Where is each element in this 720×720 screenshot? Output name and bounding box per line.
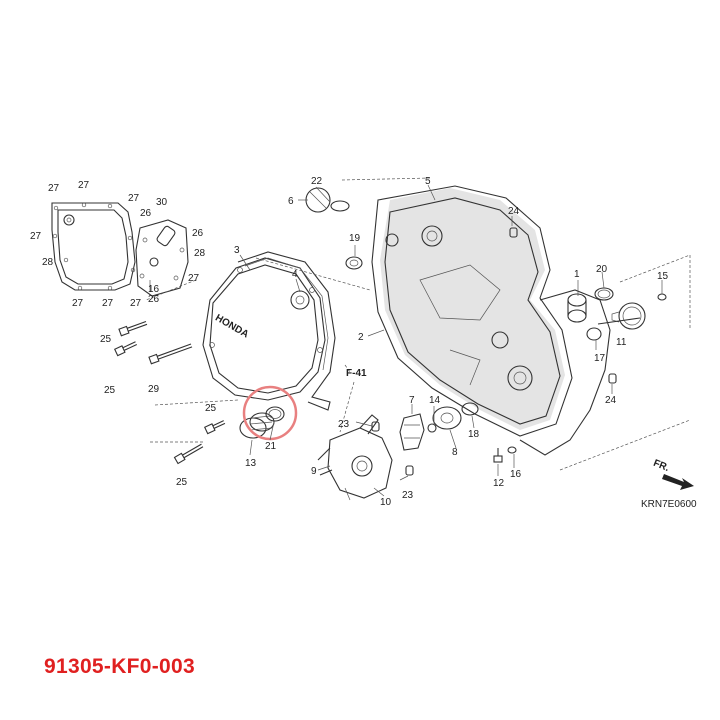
diagram-code: KRN7E0600	[641, 499, 697, 510]
label-17: 17	[594, 353, 606, 364]
washer-16	[507, 446, 517, 454]
label-24b: 24	[605, 395, 617, 406]
label-27a: 27	[48, 183, 60, 194]
right-crankcase-cover	[371, 185, 573, 437]
oil-seal-17	[586, 327, 602, 341]
label-28a: 28	[42, 257, 54, 268]
collar-1	[567, 293, 587, 323]
front-direction-arrow: FR.	[652, 458, 694, 490]
label-14: 14	[429, 395, 441, 406]
clutch-cover-gasket	[237, 251, 336, 411]
label-24a: 24	[508, 206, 520, 217]
label-27g: 27	[130, 298, 142, 309]
label-27b: 27	[78, 180, 90, 191]
label-13: 13	[245, 458, 257, 469]
pump-gear-11	[597, 302, 646, 330]
label-4: 4	[292, 269, 298, 280]
label-27e: 27	[72, 298, 84, 309]
label-27c: 27	[128, 193, 140, 204]
water-pump-cover	[317, 414, 393, 501]
label-23a: 23	[338, 419, 350, 430]
part-number: 91305-KF0-003	[44, 655, 195, 678]
impeller-7	[399, 413, 425, 451]
label-20: 20	[596, 264, 608, 275]
label-26c: 26	[148, 294, 160, 305]
label-25c: 25	[205, 403, 217, 414]
water-pump-shaft-8	[427, 406, 462, 433]
label-28b: 28	[194, 248, 206, 259]
label-22: 22	[311, 176, 323, 187]
bearing-18	[461, 402, 479, 416]
dowel-pins	[371, 227, 617, 476]
label-21: 21	[265, 441, 277, 452]
label-25d: 25	[176, 477, 188, 488]
label-29: 29	[148, 384, 160, 395]
label-9: 9	[311, 466, 317, 477]
arrow-icon	[662, 474, 694, 490]
label-23b: 23	[402, 490, 414, 501]
label-27h: 27	[188, 273, 200, 284]
label-10: 10	[380, 497, 392, 508]
label-30: 30	[156, 197, 168, 208]
label-3: 3	[234, 245, 240, 256]
label-26b: 26	[192, 228, 204, 239]
water-pump-cover-plate	[135, 219, 189, 297]
label-16: 16	[510, 469, 522, 480]
crankcase-cover-gasket	[519, 289, 611, 456]
label-26a: 26	[140, 208, 152, 219]
label-12: 12	[493, 478, 505, 489]
label-25b: 25	[104, 385, 116, 396]
bolts-left	[114, 320, 226, 465]
label-7: 7	[409, 395, 415, 406]
label-11: 11	[616, 337, 627, 348]
label-6: 6	[288, 196, 294, 207]
leader-lines	[145, 177, 691, 497]
label-16b: 16	[148, 284, 160, 295]
front-direction-label: FR.	[652, 458, 671, 474]
oil-seal-19	[345, 256, 363, 270]
label-27f: 27	[102, 298, 114, 309]
washer-15	[657, 293, 667, 301]
label-8: 8	[452, 447, 458, 458]
label-25a: 25	[100, 334, 112, 345]
label-27d: 27	[30, 231, 42, 242]
label-5: 5	[425, 176, 431, 187]
cover-brand-text: HONDA	[213, 313, 250, 341]
part-labels: 1 2 3 4 5 6 7 8 9 10 11 12 13 14 15 16 1…	[30, 176, 697, 510]
filler-cap-6	[305, 187, 331, 213]
o-ring-21	[265, 406, 285, 422]
label-2: 2	[358, 332, 364, 343]
o-ring-22	[330, 200, 350, 212]
label-15: 15	[657, 271, 669, 282]
highlight-circle	[242, 385, 298, 441]
clutch-cover-outer: HONDA	[202, 257, 326, 401]
o-ring-20	[594, 287, 614, 301]
reference-label: F-41	[346, 368, 367, 379]
label-18: 18	[468, 429, 480, 440]
label-19: 19	[349, 233, 361, 244]
small-gasket	[51, 202, 136, 291]
drain-bolt-12	[493, 448, 503, 463]
label-1: 1	[574, 269, 580, 280]
